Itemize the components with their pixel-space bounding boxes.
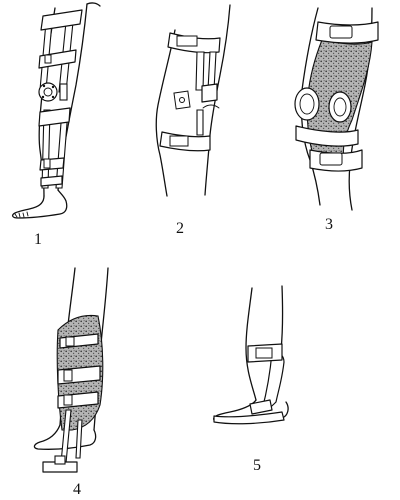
figure-2-hinged-knee-brace	[155, 4, 231, 197]
figure-label-1: 1	[34, 231, 42, 248]
figure-4-patten-orthosis	[33, 267, 109, 473]
figure-label-5: 5	[253, 457, 261, 474]
figure-label-3: 3	[325, 216, 333, 233]
figure-label-4: 4	[73, 481, 81, 498]
figure-5-ankle-foot-orthosis	[213, 285, 289, 425]
figure-1-knee-ankle-foot-orthosis	[11, 2, 101, 219]
figure-3-padded-knee-brace	[294, 7, 379, 211]
figure-label-2: 2	[176, 220, 184, 237]
